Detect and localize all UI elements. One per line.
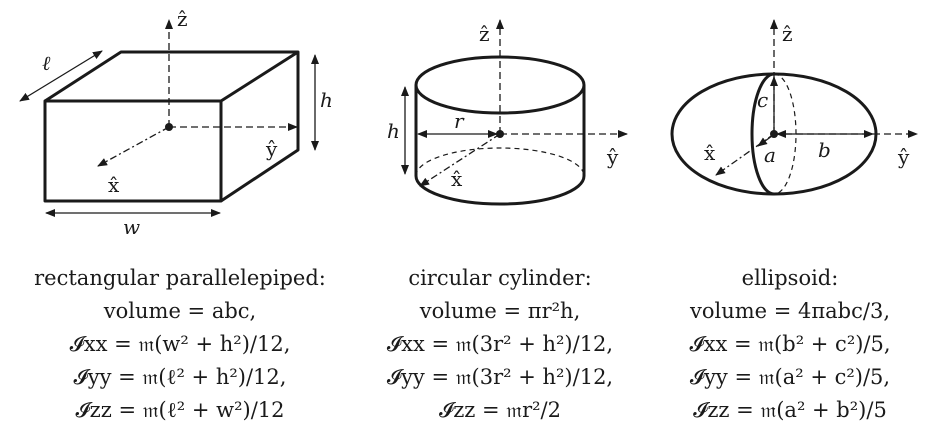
ellipsoid-caption-izz: 𝓘zz = 𝔪(a² + b²)/5 bbox=[693, 398, 887, 422]
cylinder-x-label: x̂ bbox=[451, 167, 463, 191]
ellipsoid-center-dot bbox=[770, 130, 778, 138]
ellipsoid-z-label: ẑ bbox=[782, 22, 793, 46]
cylinder-caption-iyy: 𝓘yy = 𝔪(3r² + h²)/12, bbox=[386, 365, 614, 389]
cylinder-bottom-back bbox=[415, 147, 585, 177]
cylinder-diagram: ẑ ŷ x̂ r h bbox=[387, 19, 628, 206]
ellipsoid-caption-volume: volume = 4πabc/3, bbox=[689, 299, 891, 323]
box-x-label: x̂ bbox=[108, 173, 120, 197]
ellipsoid-y-label: ŷ bbox=[897, 145, 910, 169]
ellipsoid-diagram: ẑ ŷ x̂ a b c bbox=[670, 19, 918, 196]
ellipsoid-caption: ellipsoid: volume = 4πabc/3, 𝓘xx = 𝔪(b² … bbox=[655, 262, 925, 427]
ellipsoid-b-label: b bbox=[818, 138, 831, 162]
ellipsoid-a-dimension bbox=[757, 135, 773, 147]
ellipsoid-caption-iyy: 𝓘yy = 𝔪(a² + c²)/5, bbox=[689, 365, 891, 389]
box-l-dimension bbox=[19, 50, 103, 102]
ellipsoid-x-label: x̂ bbox=[704, 141, 716, 165]
cylinder-x-axis bbox=[419, 133, 501, 187]
cylinder-caption: circular cylinder: volume = πr²h, 𝓘xx = … bbox=[355, 262, 645, 427]
ellipsoid-caption-title: ellipsoid: bbox=[741, 266, 839, 290]
cylinder-caption-title: circular cylinder: bbox=[408, 266, 592, 290]
box-caption-iyy: 𝓘yy = 𝔪(ℓ² + h²)/12, bbox=[73, 365, 287, 389]
box-caption-izz: 𝓘zz = 𝔪(ℓ² + w²)/12 bbox=[75, 398, 285, 422]
figure-diagrams: ẑ ŷ x̂ ℓ h w ẑ ŷ x̂ r h bbox=[19, 7, 918, 239]
box-w-label: w bbox=[123, 215, 140, 239]
box-caption-title: rectangular parallelepiped: bbox=[34, 266, 326, 290]
box-y-label: ŷ bbox=[265, 137, 278, 161]
cylinder-caption-izz: 𝓘zz = 𝔪r²/2 bbox=[439, 398, 561, 422]
ellipsoid-a-label: a bbox=[764, 143, 776, 167]
cylinder-y-label: ŷ bbox=[606, 145, 619, 169]
box-x-axis bbox=[97, 126, 170, 167]
box-z-label: ẑ bbox=[177, 7, 188, 31]
box-caption: rectangular parallelepiped: volume = abc… bbox=[10, 262, 350, 427]
cylinder-z-label: ẑ bbox=[479, 22, 490, 46]
captions: rectangular parallelepiped: volume = abc… bbox=[0, 262, 931, 427]
box-caption-ixx: 𝓘xx = 𝔪(w² + h²)/12, bbox=[69, 332, 291, 356]
ellipsoid-caption-ixx: 𝓘xx = 𝔪(b² + c²)/5, bbox=[689, 332, 891, 356]
box-l-label: ℓ bbox=[42, 51, 51, 75]
box-center-dot bbox=[165, 123, 173, 131]
cylinder-r-label: r bbox=[454, 109, 465, 133]
cylinder-h-label: h bbox=[387, 119, 400, 143]
box-caption-volume: volume = abc, bbox=[103, 299, 257, 323]
box-h-label: h bbox=[320, 88, 333, 112]
cylinder-caption-volume: volume = πr²h, bbox=[419, 299, 581, 323]
cylinder-center-dot bbox=[496, 130, 504, 138]
ellipsoid-c-label: c bbox=[757, 88, 768, 112]
cylinder-caption-ixx: 𝓘xx = 𝔪(3r² + h²)/12, bbox=[386, 332, 614, 356]
box-diagram: ẑ ŷ x̂ ℓ h w bbox=[19, 7, 333, 239]
